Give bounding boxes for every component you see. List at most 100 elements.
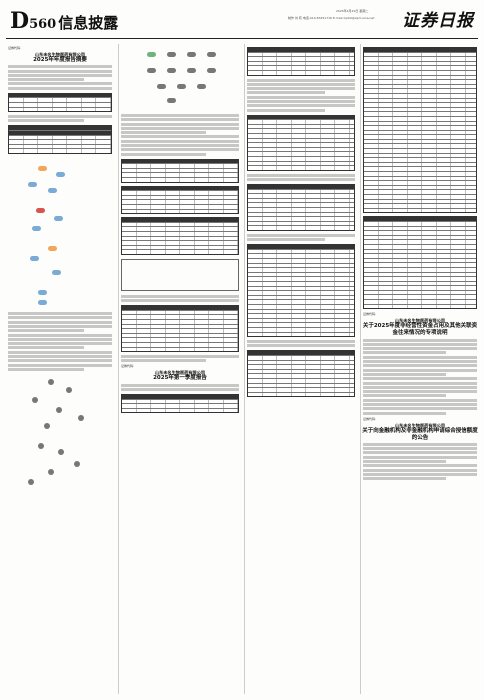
table-row (248, 300, 354, 306)
text-line (121, 359, 207, 363)
table-row (248, 277, 354, 283)
table-row (364, 199, 476, 205)
flow-node (207, 52, 216, 57)
flow-node (187, 52, 196, 57)
table-row (364, 172, 476, 177)
text-line (363, 472, 477, 476)
table-row (364, 153, 476, 159)
table-row (248, 254, 354, 260)
text-line (121, 139, 239, 143)
table-row (364, 277, 476, 282)
text-line (121, 294, 239, 298)
flow-node (32, 226, 41, 232)
table-row (122, 231, 238, 237)
data-table (247, 47, 355, 76)
table-row (122, 186, 238, 192)
table-row (248, 291, 354, 296)
text-line (363, 360, 477, 364)
table-row (122, 168, 238, 174)
table-row (364, 221, 476, 227)
table-row (9, 135, 111, 141)
text-line (8, 342, 112, 346)
table-row (248, 194, 354, 199)
table-row (122, 164, 238, 169)
flow-node (48, 188, 57, 194)
flow-node (58, 448, 64, 455)
text-line (247, 234, 355, 237)
flow-node (147, 52, 156, 57)
table-row (122, 306, 238, 311)
table-row (248, 161, 354, 167)
data-table (247, 114, 355, 171)
text-line (8, 367, 84, 371)
text-line (363, 347, 477, 351)
table-row (364, 144, 476, 150)
table-row (364, 57, 476, 62)
text-line (363, 364, 477, 368)
table-row (364, 89, 476, 94)
table-row (122, 205, 238, 210)
table-row (364, 290, 476, 296)
table-row (9, 144, 111, 150)
flow-node (52, 270, 61, 276)
table-row (364, 130, 476, 136)
table-row (248, 208, 354, 213)
table-row (122, 324, 238, 330)
table-row (122, 191, 238, 196)
table-row (364, 93, 476, 99)
table-row (248, 52, 354, 58)
text-line (247, 91, 326, 95)
table-row (364, 254, 476, 259)
table-row (248, 221, 354, 227)
column-2: 证券代码: 山东未名生物医药有限公司 2025年第一季度报告 (118, 44, 241, 694)
flow-node (197, 84, 206, 89)
text-line (8, 119, 84, 123)
company-name: 山东未名生物医药有限公司 (34, 52, 86, 57)
text-line (247, 340, 355, 344)
flow-node (38, 166, 47, 172)
text-line (363, 451, 477, 455)
table-row (9, 107, 111, 112)
text-line (363, 455, 477, 459)
flow-node (28, 182, 37, 188)
data-table (121, 185, 239, 215)
table-row (122, 338, 238, 343)
flow-node (147, 68, 156, 73)
text-line (8, 346, 84, 350)
announcement-header: 山东未名生物医药有限公司 关于向金融机构及非金融机构申请综合授信额度的公告 (361, 423, 479, 442)
flow-node (74, 460, 80, 467)
text-line (247, 104, 355, 108)
data-table (121, 394, 239, 414)
column-1: 证券代码: 山东未名生物医药有限公司 2025年年度报告摘要 (6, 44, 114, 694)
text-line (8, 324, 112, 328)
text-line (363, 338, 477, 342)
table-row (364, 135, 476, 140)
table-row (364, 80, 476, 85)
announcement-header: 山东未名生物医药有限公司 2025年第一季度报告 (119, 370, 241, 382)
table-row (122, 227, 238, 232)
text-line (363, 411, 446, 415)
table-row (122, 159, 238, 165)
table-row (364, 176, 476, 182)
table-row (248, 185, 354, 190)
table-row (248, 369, 354, 375)
announcement-title: 关于向金融机构及非金融机构申请综合授信额度的公告 (362, 427, 478, 441)
table-row (248, 138, 354, 144)
table-row (248, 282, 354, 287)
table-row (248, 327, 354, 333)
editor-line: 制作 刘 晓 电话:010-83251716 E-mail:zqrb9@zqrb… (288, 16, 375, 20)
company-name: 山东未名生物医药有限公司 (394, 422, 446, 428)
table-row (364, 112, 476, 117)
table-row (248, 259, 354, 264)
table-row (122, 173, 238, 179)
flow-diagram (8, 375, 112, 435)
table-row (248, 57, 354, 62)
diagram-box (121, 258, 239, 291)
data-table (121, 217, 239, 255)
flow-node (157, 84, 166, 89)
text-line (121, 144, 239, 148)
table-row (364, 190, 476, 195)
table-row (122, 343, 238, 348)
text-line (247, 344, 355, 348)
